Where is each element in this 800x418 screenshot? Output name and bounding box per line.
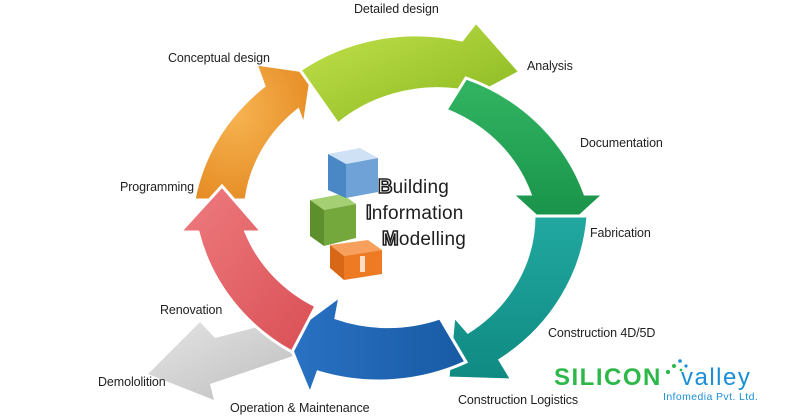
center-initial-i: I: [365, 201, 372, 225]
stage-label-analysis: Analysis: [527, 59, 573, 73]
logo-dots-icon: [665, 359, 688, 375]
operation-maintenance-segment: [284, 292, 469, 399]
stage-label-documentation: Documentation: [580, 136, 663, 150]
stage-label-demolition: Demololition: [98, 375, 166, 389]
bim-cubes-icon: [310, 148, 382, 280]
center-initial-b: B: [377, 175, 393, 199]
stage-label-construction-4d-5d: Construction 4D/5D: [548, 326, 656, 340]
stage-label-operation-maintenance: Operation & Maintenance: [230, 401, 370, 415]
center-title-line-building: Building: [377, 175, 449, 199]
silicon-valley-logo: SILICON valley Infomedia Pvt. Ltd.: [548, 356, 783, 408]
center-text-modelling: odelling: [398, 229, 466, 250]
center-initial-m: M: [381, 227, 399, 251]
fabrication-construction-segment: [446, 214, 590, 382]
analysis-documentation-segment: [443, 76, 608, 239]
center-text-information: nformation: [371, 203, 464, 224]
logo-word-valley: valley: [681, 364, 752, 391]
stage-label-renovation: Renovation: [160, 303, 223, 317]
renovation-programming-segment: [176, 183, 319, 355]
logo-word-silicon: SILICON: [554, 364, 662, 391]
stage-label-construction-logistics: Construction Logistics: [458, 393, 579, 407]
center-title-line-information: Information: [365, 201, 464, 225]
logo-tagline: Infomedia Pvt. Ltd.: [663, 391, 759, 403]
center-text-building: uilding: [392, 177, 449, 198]
stage-label-detailed-design: Detailed design: [354, 2, 439, 16]
stage-label-programming: Programming: [120, 180, 194, 194]
conceptual-design-segment: [192, 62, 314, 202]
center-title-line-modelling: Modelling: [381, 227, 466, 251]
demolition-arrow: [148, 316, 305, 400]
stage-label-fabrication: Fabrication: [590, 226, 651, 240]
stage-label-conceptual-design: Conceptual design: [168, 51, 270, 65]
